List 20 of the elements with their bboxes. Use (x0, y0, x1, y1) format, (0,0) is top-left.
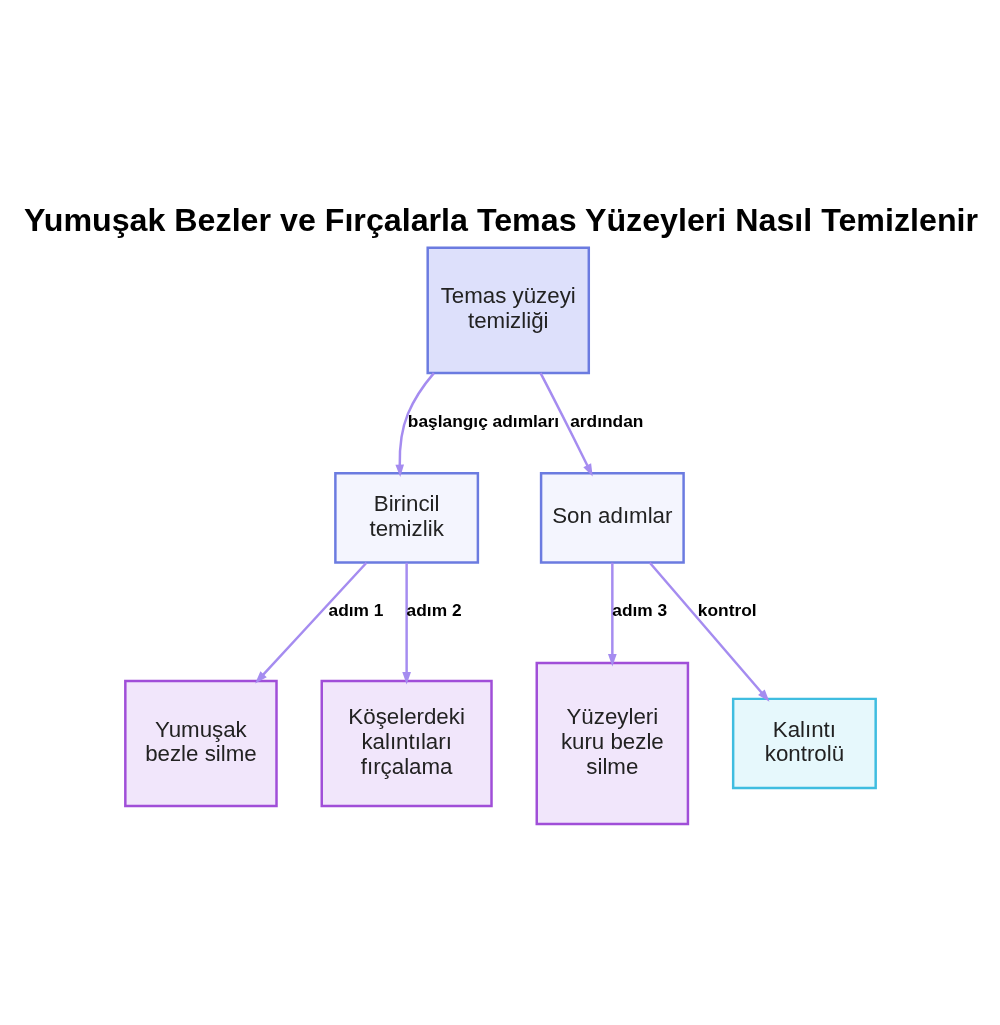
edge-label: ardından (569, 410, 643, 430)
node-box: Birincil temizlik (333, 471, 479, 564)
node-box: Temas yüzeyi temizliği (425, 246, 590, 374)
arrow (607, 562, 617, 666)
diagram-title: Yumuşak Bezler ve Fırçalarla Temas Yüzeyleri Nasıl Temizlenir (23, 201, 978, 238)
arrow (539, 372, 593, 476)
node-box: Son adımlar (539, 471, 685, 564)
node-box: Yumuşak bezle silme (123, 679, 278, 807)
edge-label: başlangıç adımları (407, 410, 559, 430)
edge-label: adım 1 (328, 599, 383, 620)
node-box: Köşelerdeki kalıntıları fırçalama (320, 679, 493, 807)
arrow (254, 561, 367, 683)
edge-label: adım 3 (611, 599, 667, 620)
arrow (401, 562, 411, 684)
arrow (648, 561, 769, 702)
edge-label: adım 2 (406, 599, 462, 620)
node-box: Kalıntı kontrolü (731, 697, 877, 789)
node-box: Yüzeyleri kuru bezle silme (535, 661, 689, 825)
edge-label: kontrol (697, 599, 757, 620)
arrow (394, 371, 435, 477)
